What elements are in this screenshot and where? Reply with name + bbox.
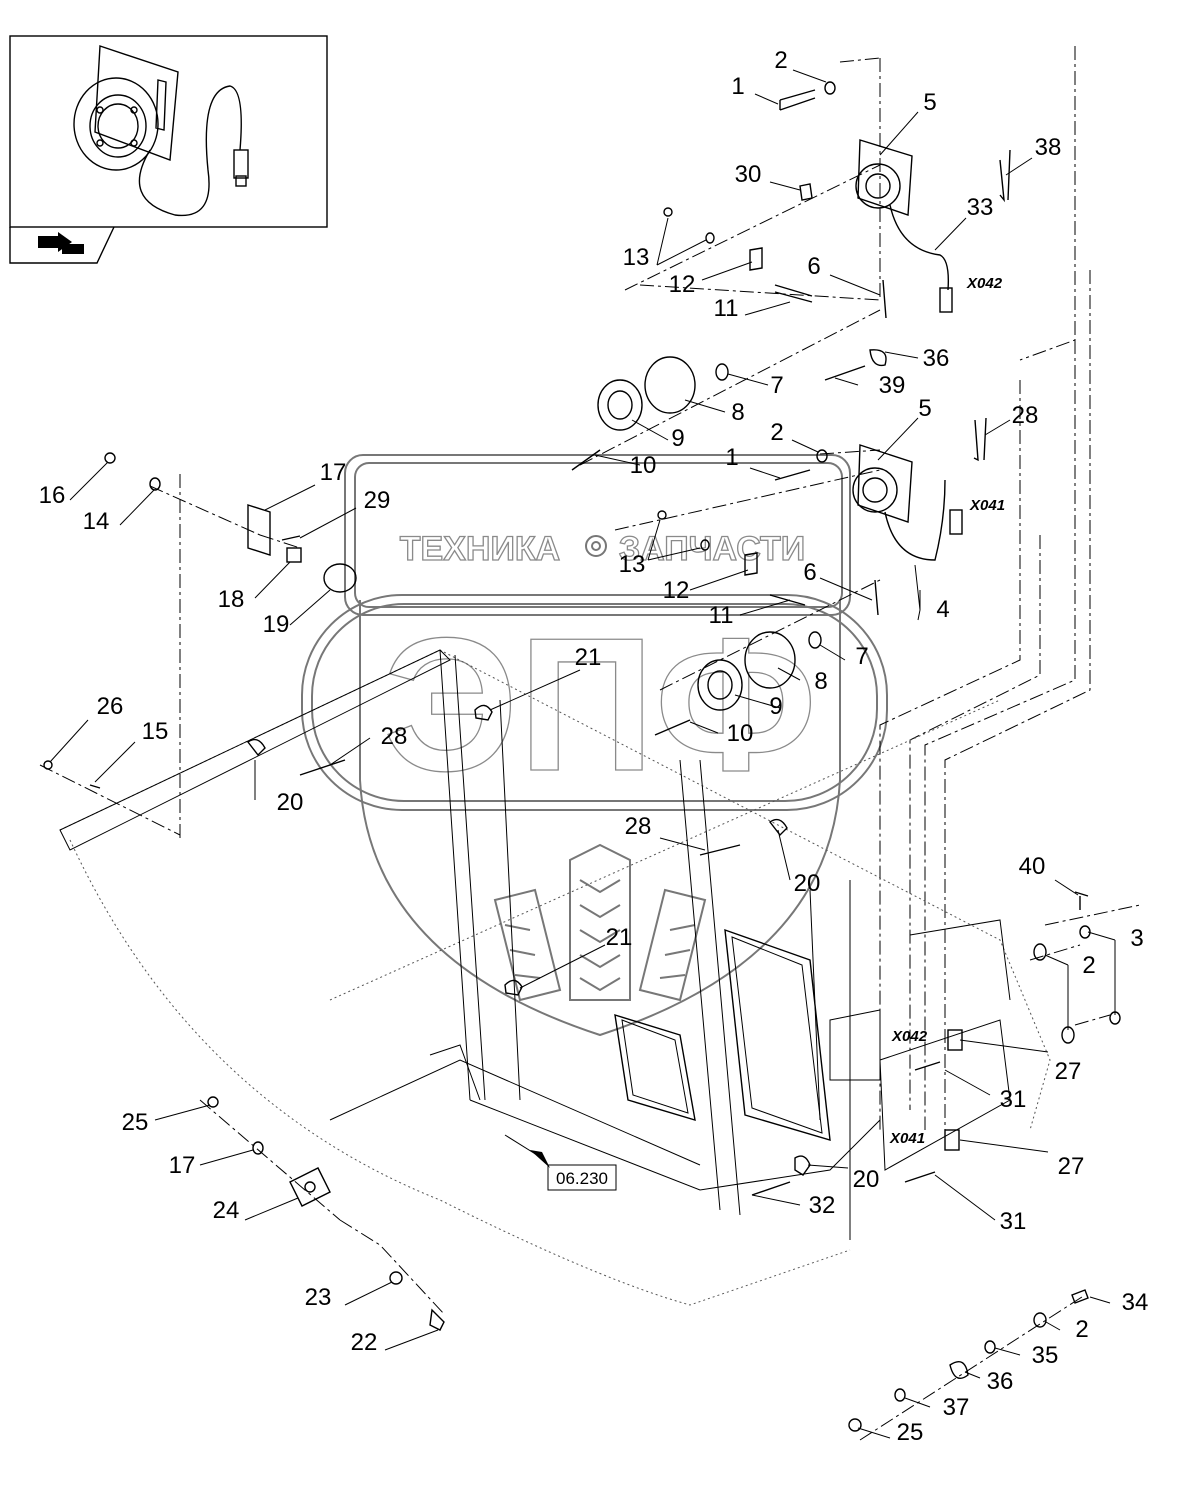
- callout-34: 34: [1122, 1289, 1149, 1316]
- callout-25: 25: [897, 1419, 924, 1446]
- callout-27: 27: [1055, 1058, 1082, 1085]
- callout-21: 21: [575, 644, 602, 671]
- inset-panel: [9, 35, 328, 264]
- callout-2: 2: [770, 419, 783, 446]
- connector-tags: X042 X041 X042 X041: [889, 275, 1005, 1147]
- cab-frame: [59, 649, 1051, 1306]
- callout-38: 38: [1035, 134, 1062, 161]
- callout-40: 40: [1019, 853, 1046, 880]
- callout-16: 16: [39, 482, 66, 509]
- callout-14: 14: [83, 508, 110, 535]
- callout-8: 8: [814, 668, 827, 695]
- callout-28: 28: [625, 813, 652, 840]
- callout-7: 7: [855, 643, 868, 670]
- callout-26: 26: [97, 693, 124, 720]
- reference-box-label: 06.230: [556, 1169, 608, 1188]
- callout-10: 10: [727, 720, 754, 747]
- callout-2: 2: [1075, 1316, 1088, 1343]
- callout-36: 36: [923, 345, 950, 372]
- callout-20: 20: [853, 1166, 880, 1193]
- callout-9: 9: [671, 425, 684, 452]
- assembly-lines: [39, 46, 1141, 1441]
- callout-22: 22: [351, 1329, 378, 1356]
- callout-7: 7: [770, 372, 783, 399]
- parts: [43, 81, 1121, 1432]
- wheat-ears-icon: [493, 843, 707, 1002]
- callout-21: 21: [606, 924, 633, 951]
- callout-13: 13: [623, 244, 650, 271]
- callout-36: 36: [987, 1368, 1014, 1395]
- callout-12: 12: [669, 271, 696, 298]
- callout-9: 9: [769, 693, 782, 720]
- callout-10: 10: [630, 452, 657, 479]
- callout-1: 1: [725, 444, 738, 471]
- callout-25: 25: [122, 1109, 149, 1136]
- callout-37: 37: [943, 1394, 970, 1421]
- callout-23: 23: [305, 1284, 332, 1311]
- watermark-company-text: ТЕХНИКА: [400, 530, 560, 568]
- callout-28: 28: [381, 723, 408, 750]
- callout-4: 4: [936, 596, 949, 623]
- callout-29: 29: [364, 487, 391, 514]
- callout-17: 17: [169, 1152, 196, 1179]
- callout-20: 20: [277, 789, 304, 816]
- watermark-company-text-2: ЗАПЧАСТИ: [619, 530, 805, 568]
- callout-17: 17: [320, 459, 347, 486]
- callout-28: 28: [1012, 402, 1039, 429]
- callout-12: 12: [663, 577, 690, 604]
- sensor-inset-drawing: [73, 45, 249, 217]
- callout-31: 31: [1000, 1208, 1027, 1235]
- callout-5: 5: [923, 89, 936, 116]
- callout-33: 33: [967, 194, 994, 221]
- connector-x042-top: X042: [966, 275, 1003, 292]
- callout-39: 39: [879, 372, 906, 399]
- connector-x042-bottom: X042: [891, 1028, 928, 1045]
- callout-11: 11: [714, 295, 739, 322]
- connector-x041-bottom: X041: [889, 1130, 925, 1147]
- callout-1: 1: [731, 73, 744, 100]
- callout-31: 31: [1000, 1086, 1027, 1113]
- gear-icon: [585, 535, 607, 557]
- callout-20: 20: [794, 870, 821, 897]
- callout-6: 6: [807, 253, 820, 280]
- callout-18: 18: [218, 586, 245, 613]
- callout-2: 2: [1082, 952, 1095, 979]
- watermark: ТЕХНИКА ЗАПЧАСТИ ЭПФ: [301, 454, 888, 1037]
- callout-32: 32: [809, 1192, 836, 1219]
- callout-13: 13: [619, 551, 646, 578]
- callout-8: 8: [731, 399, 744, 426]
- watermark-logo-letters: ЭПФ: [383, 599, 817, 811]
- callout-24: 24: [213, 1197, 240, 1224]
- callout-6: 6: [803, 559, 816, 586]
- callout-15: 15: [142, 718, 169, 745]
- callout-5: 5: [918, 395, 931, 422]
- callout-11: 11: [709, 602, 734, 629]
- callout-3: 3: [1130, 925, 1143, 952]
- callout-2: 2: [774, 47, 787, 74]
- callout-35: 35: [1032, 1342, 1059, 1369]
- reference-link[interactable]: 06.230: [504, 1134, 617, 1191]
- callout-27: 27: [1058, 1153, 1085, 1180]
- callout-30: 30: [735, 161, 762, 188]
- callout-19: 19: [263, 611, 290, 638]
- connector-x041-top: X041: [969, 497, 1005, 514]
- view-arrow-icon: [38, 232, 84, 254]
- leader-lines: [49, 69, 1116, 1439]
